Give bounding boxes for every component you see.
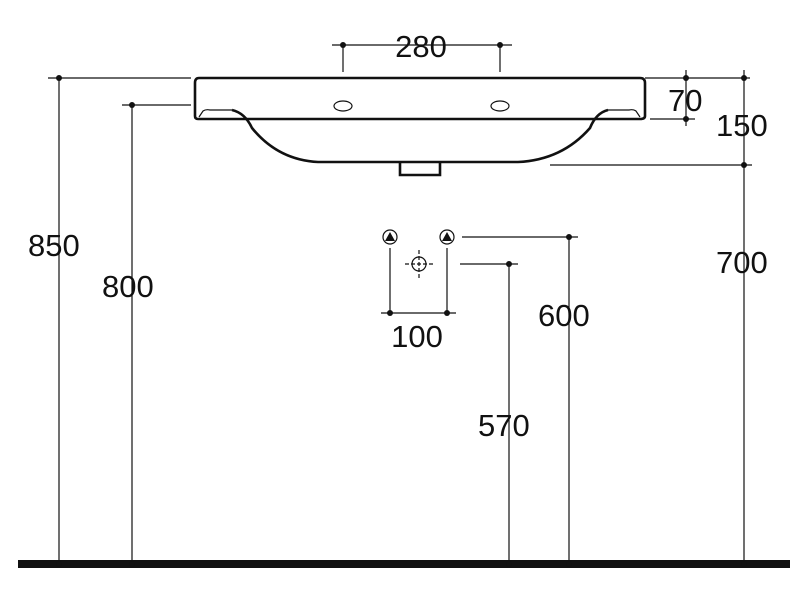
dim-supply-height: 600	[462, 234, 590, 567]
label-70: 70	[668, 83, 702, 118]
tap-hole-left	[333, 100, 353, 112]
label-280: 280	[395, 29, 447, 64]
water-supply-icon	[382, 229, 398, 245]
dim-tap-spacing: 280	[332, 29, 512, 72]
floor-line	[18, 560, 790, 568]
dim-top-height: 850	[28, 75, 191, 567]
basin-outline	[193, 76, 647, 177]
dim-waste-height: 570	[460, 261, 530, 567]
label-850: 850	[28, 228, 80, 263]
water-supply-icon	[439, 229, 455, 245]
dim-fixing-height: 800	[102, 102, 191, 567]
dim-bottom-height: 700	[716, 70, 768, 567]
label-150: 150	[716, 108, 768, 143]
dim-supply-spacing: 100	[381, 248, 456, 354]
label-800: 800	[102, 269, 154, 304]
waste-outlet-icon	[405, 250, 433, 278]
dim-basin-depth: 150	[550, 75, 768, 168]
dim-top-thickness: 70	[645, 70, 750, 126]
tap-hole-right	[490, 100, 510, 112]
label-600: 600	[538, 298, 590, 333]
label-700: 700	[716, 245, 768, 280]
label-100: 100	[391, 319, 443, 354]
label-570: 570	[478, 408, 530, 443]
